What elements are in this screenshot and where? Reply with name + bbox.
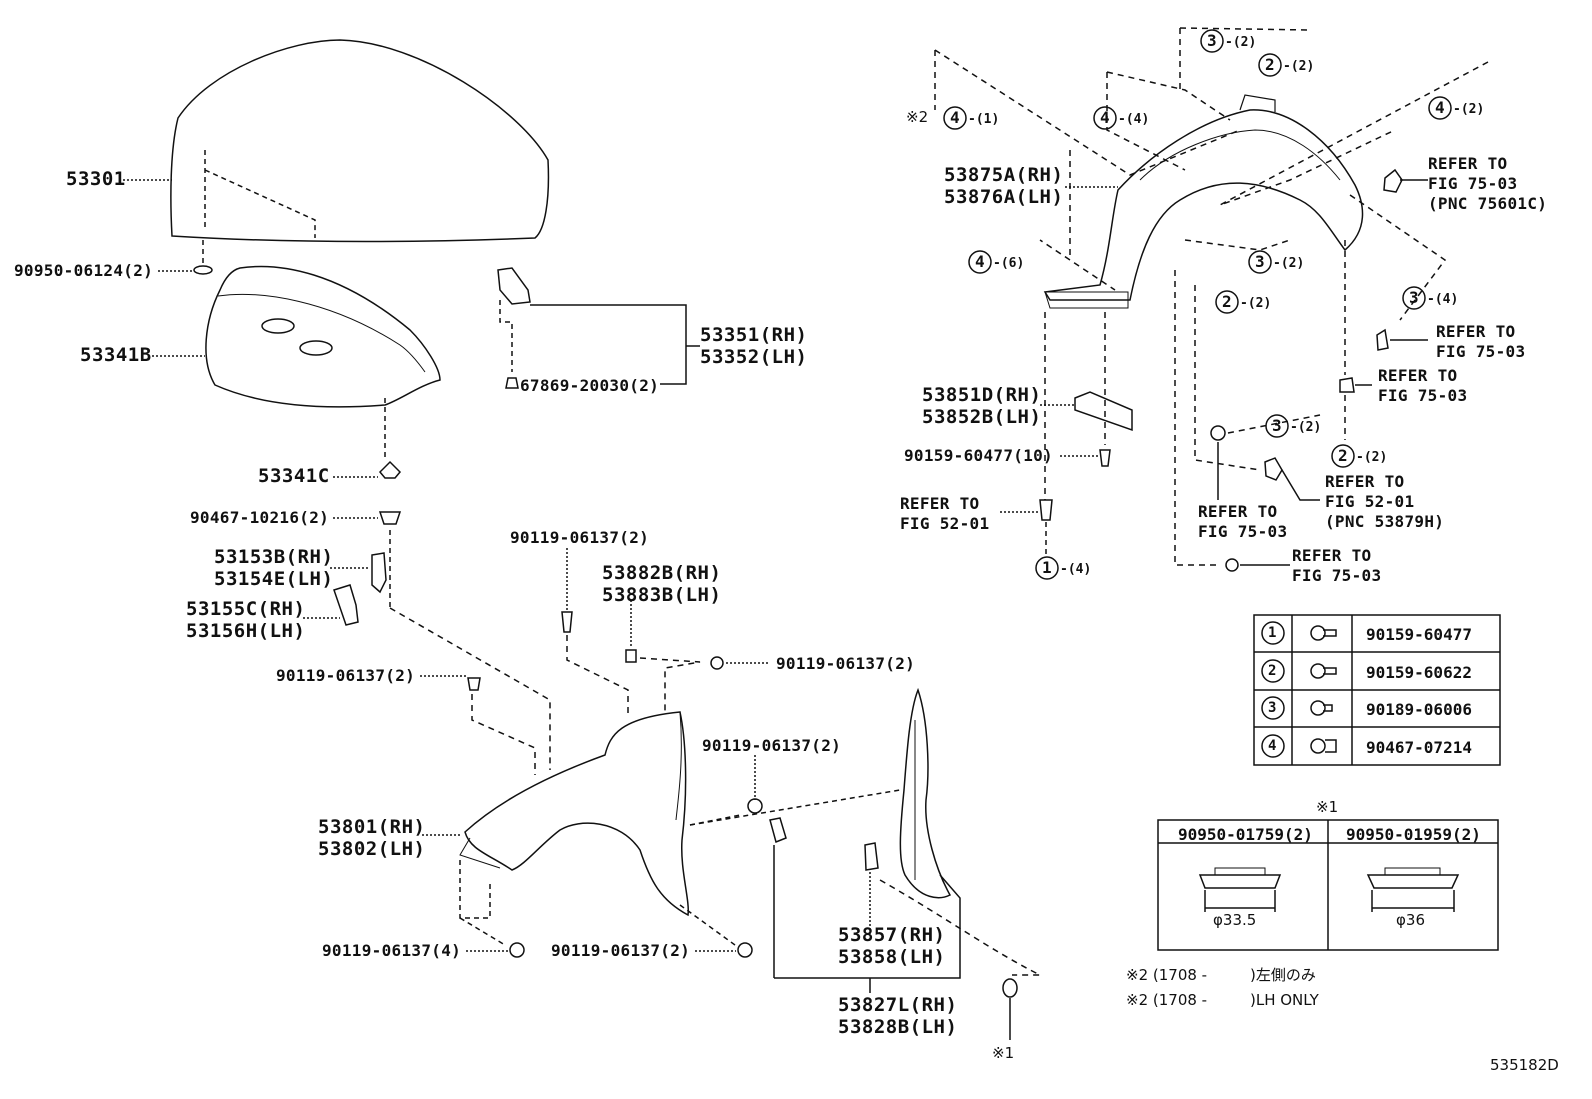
fastener-num: 2 — [1268, 663, 1277, 679]
label-bracket-clip: 67869-20030(2) — [520, 376, 660, 395]
label-bolt-a: 90119-06137(2) — [510, 528, 650, 547]
label-bracket-53882: 53882B(RH) 53883B(LH) — [602, 562, 722, 606]
bracket-53351-shape — [497, 267, 531, 305]
label-bracket-seal: 53351(RH) 53352(LH) — [700, 324, 808, 368]
hood-shape — [170, 39, 550, 243]
note-marker-x2: ※2 — [906, 108, 929, 126]
callout-qty: -(6) — [993, 256, 1025, 271]
label-refer-75-b: REFER TO FIG 75-03 — [1436, 322, 1526, 361]
seal-53827-shape — [899, 687, 952, 899]
label-liner: 53875A(RH) 53876A(LH) — [944, 164, 1064, 208]
callout-qty: -(2) — [1225, 35, 1257, 50]
callout-qty: -(2) — [1290, 420, 1322, 435]
cushion-table-header: ※1 — [1316, 798, 1339, 816]
label-hood-insulator: 53341B — [80, 344, 152, 366]
callout-num: 1 — [1042, 558, 1052, 577]
cushion-part: 90950-01759(2) — [1178, 825, 1313, 844]
label-hood-cushion: 90950-06124(2) — [14, 261, 154, 280]
callout-qty: -(2) — [1283, 59, 1315, 74]
fastener-num: 1 — [1268, 625, 1277, 641]
label-screw-90159: 90159-60477(10) — [904, 446, 1053, 465]
label-clip-90467: 90467-10216(2) — [190, 508, 330, 527]
callout-num: 3 — [1409, 288, 1419, 307]
fastener-part: 90467-07214 — [1366, 738, 1472, 757]
cushion-dim: φ36 — [1396, 911, 1425, 929]
label-bolt-c: 90119-06137(2) — [276, 666, 416, 685]
callout-qty: -(4) — [1060, 562, 1092, 577]
clip-53341c-shape — [378, 460, 402, 479]
callout-circles — [943, 29, 1452, 580]
label-hood-insulator-clip: 53341C — [258, 465, 330, 487]
label-hood: 53301 — [66, 168, 126, 190]
label-refer-75-e: REFER TO FIG 75-03 — [1292, 546, 1382, 585]
callout-qty: -(2) — [1273, 256, 1305, 271]
callout-num: 3 — [1255, 252, 1265, 271]
label-seal-53827: 53827L(RH) 53828B(LH) — [838, 994, 958, 1038]
label-bolt-b: 90119-06137(2) — [776, 654, 916, 673]
seal-53857b-shape — [769, 817, 787, 844]
fastener-part: 90159-60622 — [1366, 663, 1472, 682]
callout-num: 4 — [1435, 98, 1445, 117]
clip-67869-shape — [505, 377, 519, 389]
label-refer-52-right: REFER TO FIG 52-01 (PNC 53879H) — [1325, 472, 1445, 531]
callout-qty: -(2) — [1356, 450, 1388, 465]
label-bolt-f: 90119-06137(2) — [551, 941, 691, 960]
fastener-num: 3 — [1268, 700, 1277, 716]
label-bolt-e: 90119-06137(4) — [322, 941, 462, 960]
label-refer-52-left: REFER TO FIG 52-01 — [900, 494, 990, 533]
label-seal-53857: 53857(RH) 53858(LH) — [838, 924, 946, 968]
callout-qty: -(1) — [968, 112, 1000, 127]
label-bracket-53153: 53153B(RH) 53154E(LH) — [214, 546, 334, 590]
bracket-53155-shape — [333, 584, 359, 626]
clip-90467-shape — [378, 511, 402, 525]
callout-num: 2 — [1265, 55, 1275, 74]
fastener-part: 90159-60477 — [1366, 625, 1472, 644]
callout-num: 2 — [1338, 446, 1348, 465]
fastener-num: 4 — [1268, 738, 1277, 754]
callout-qty: -(4) — [1118, 112, 1150, 127]
label-bracket-53155: 53155C(RH) 53156H(LH) — [186, 598, 306, 642]
callout-qty: -(4) — [1427, 292, 1459, 307]
callout-num: 4 — [950, 108, 960, 127]
fender-liner-shape — [1043, 109, 1364, 301]
note-jp: ※2 (1708 - )左側のみ — [1126, 966, 1316, 984]
fender-shape — [464, 711, 690, 917]
callout-num: 4 — [975, 252, 985, 271]
note-marker-x1: ※1 — [992, 1044, 1015, 1062]
callout-qty: -(2) — [1453, 102, 1485, 117]
label-liner-seal: 53851D(RH) 53852B(LH) — [922, 384, 1042, 428]
diagram-id: 535182D — [1490, 1056, 1559, 1074]
callout-num: 4 — [1100, 108, 1110, 127]
fastener-table-grid — [1253, 614, 1501, 766]
label-refer-75-d: REFER TO FIG 75-03 — [1198, 502, 1288, 541]
callout-qty: -(2) — [1240, 296, 1272, 311]
fastener-part: 90189-06006 — [1366, 700, 1472, 719]
note-en: ※2 (1708 - )LH ONLY — [1126, 991, 1319, 1009]
hood-cushion-shape — [193, 265, 213, 275]
callout-num: 2 — [1222, 292, 1232, 311]
liner-seal-shape — [1074, 391, 1133, 432]
label-fender: 53801(RH) 53802(LH) — [318, 816, 426, 860]
cushion-part: 90950-01959(2) — [1346, 825, 1481, 844]
hood-insulator-shape — [205, 265, 441, 408]
label-bolt-d: 90119-06137(2) — [702, 736, 842, 755]
cushion-table-grid — [1157, 819, 1499, 951]
cushion-dim: φ33.5 — [1213, 911, 1257, 929]
label-refer-75-c: REFER TO FIG 75-03 — [1378, 366, 1468, 405]
callout-num: 3 — [1272, 416, 1282, 435]
callout-num: 3 — [1207, 31, 1217, 50]
label-refer-75-a: REFER TO FIG 75-03 (PNC 75601C) — [1428, 154, 1548, 213]
bracket-53153-shape — [371, 552, 387, 594]
